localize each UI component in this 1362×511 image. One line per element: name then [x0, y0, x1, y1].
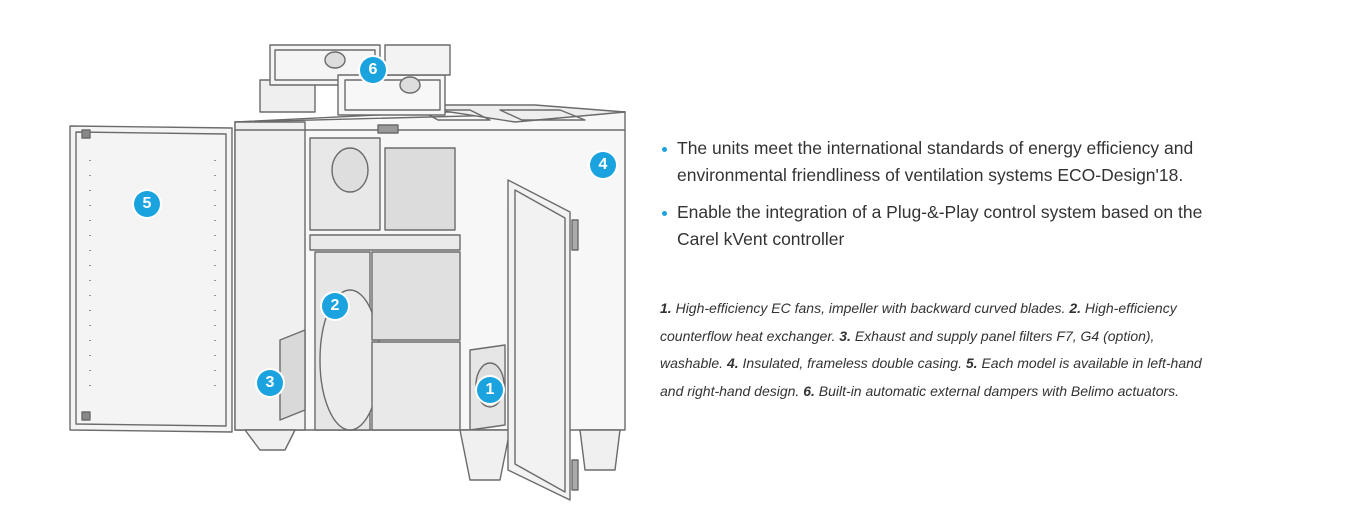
badge-4: 4	[590, 152, 616, 178]
description-column: The units meet the international standar…	[660, 135, 1240, 419]
top-dampers	[259, 44, 451, 134]
feature-item: The units meet the international standar…	[660, 135, 1240, 189]
unit-drawing	[69, 44, 626, 501]
legend-number: 3.	[839, 327, 851, 344]
component-legend: 1. High-efficiency EC fans, impeller wit…	[660, 295, 1220, 405]
badge-2: 2	[322, 293, 348, 319]
legend-text: High-efficiency EC fans, impeller with b…	[675, 300, 1066, 316]
badge-5: 5	[134, 191, 160, 217]
bullet-dot-icon	[662, 211, 667, 216]
bullet-dot-icon	[662, 147, 667, 152]
legend-number: 5.	[965, 355, 978, 371]
feature-item: Enable the integration of a Plug-&-Play …	[660, 199, 1240, 253]
badge-6: 6	[360, 57, 386, 83]
badge-1: 1	[477, 377, 503, 403]
legend-number: 6.	[803, 382, 815, 399]
feature-text: Enable the integration of a Plug-&-Play …	[677, 202, 1203, 249]
ventilation-unit-diagram: 1 2 3 4 5 6	[60, 30, 650, 511]
right-door	[507, 179, 579, 501]
legend-text: Built-in automatic external dampers with…	[818, 382, 1180, 399]
legend-text: High-efficiency counterflow heat exchang…	[660, 300, 1177, 344]
legend-number: 4.	[726, 355, 739, 371]
left-door	[69, 125, 233, 433]
badge-3: 3	[257, 370, 283, 396]
feature-text: The units meet the international standar…	[677, 138, 1194, 185]
legend-number: 2.	[1069, 300, 1081, 316]
legend-text: Insulated, frameless double casing.	[742, 355, 962, 371]
legend-text: Exhaust and supply panel filters F7, G4 …	[660, 327, 1155, 372]
feature-list: The units meet the international standar…	[660, 135, 1240, 253]
legend-text: Each model is available in left-hand and…	[660, 355, 1202, 399]
legend-number: 1.	[660, 300, 672, 316]
